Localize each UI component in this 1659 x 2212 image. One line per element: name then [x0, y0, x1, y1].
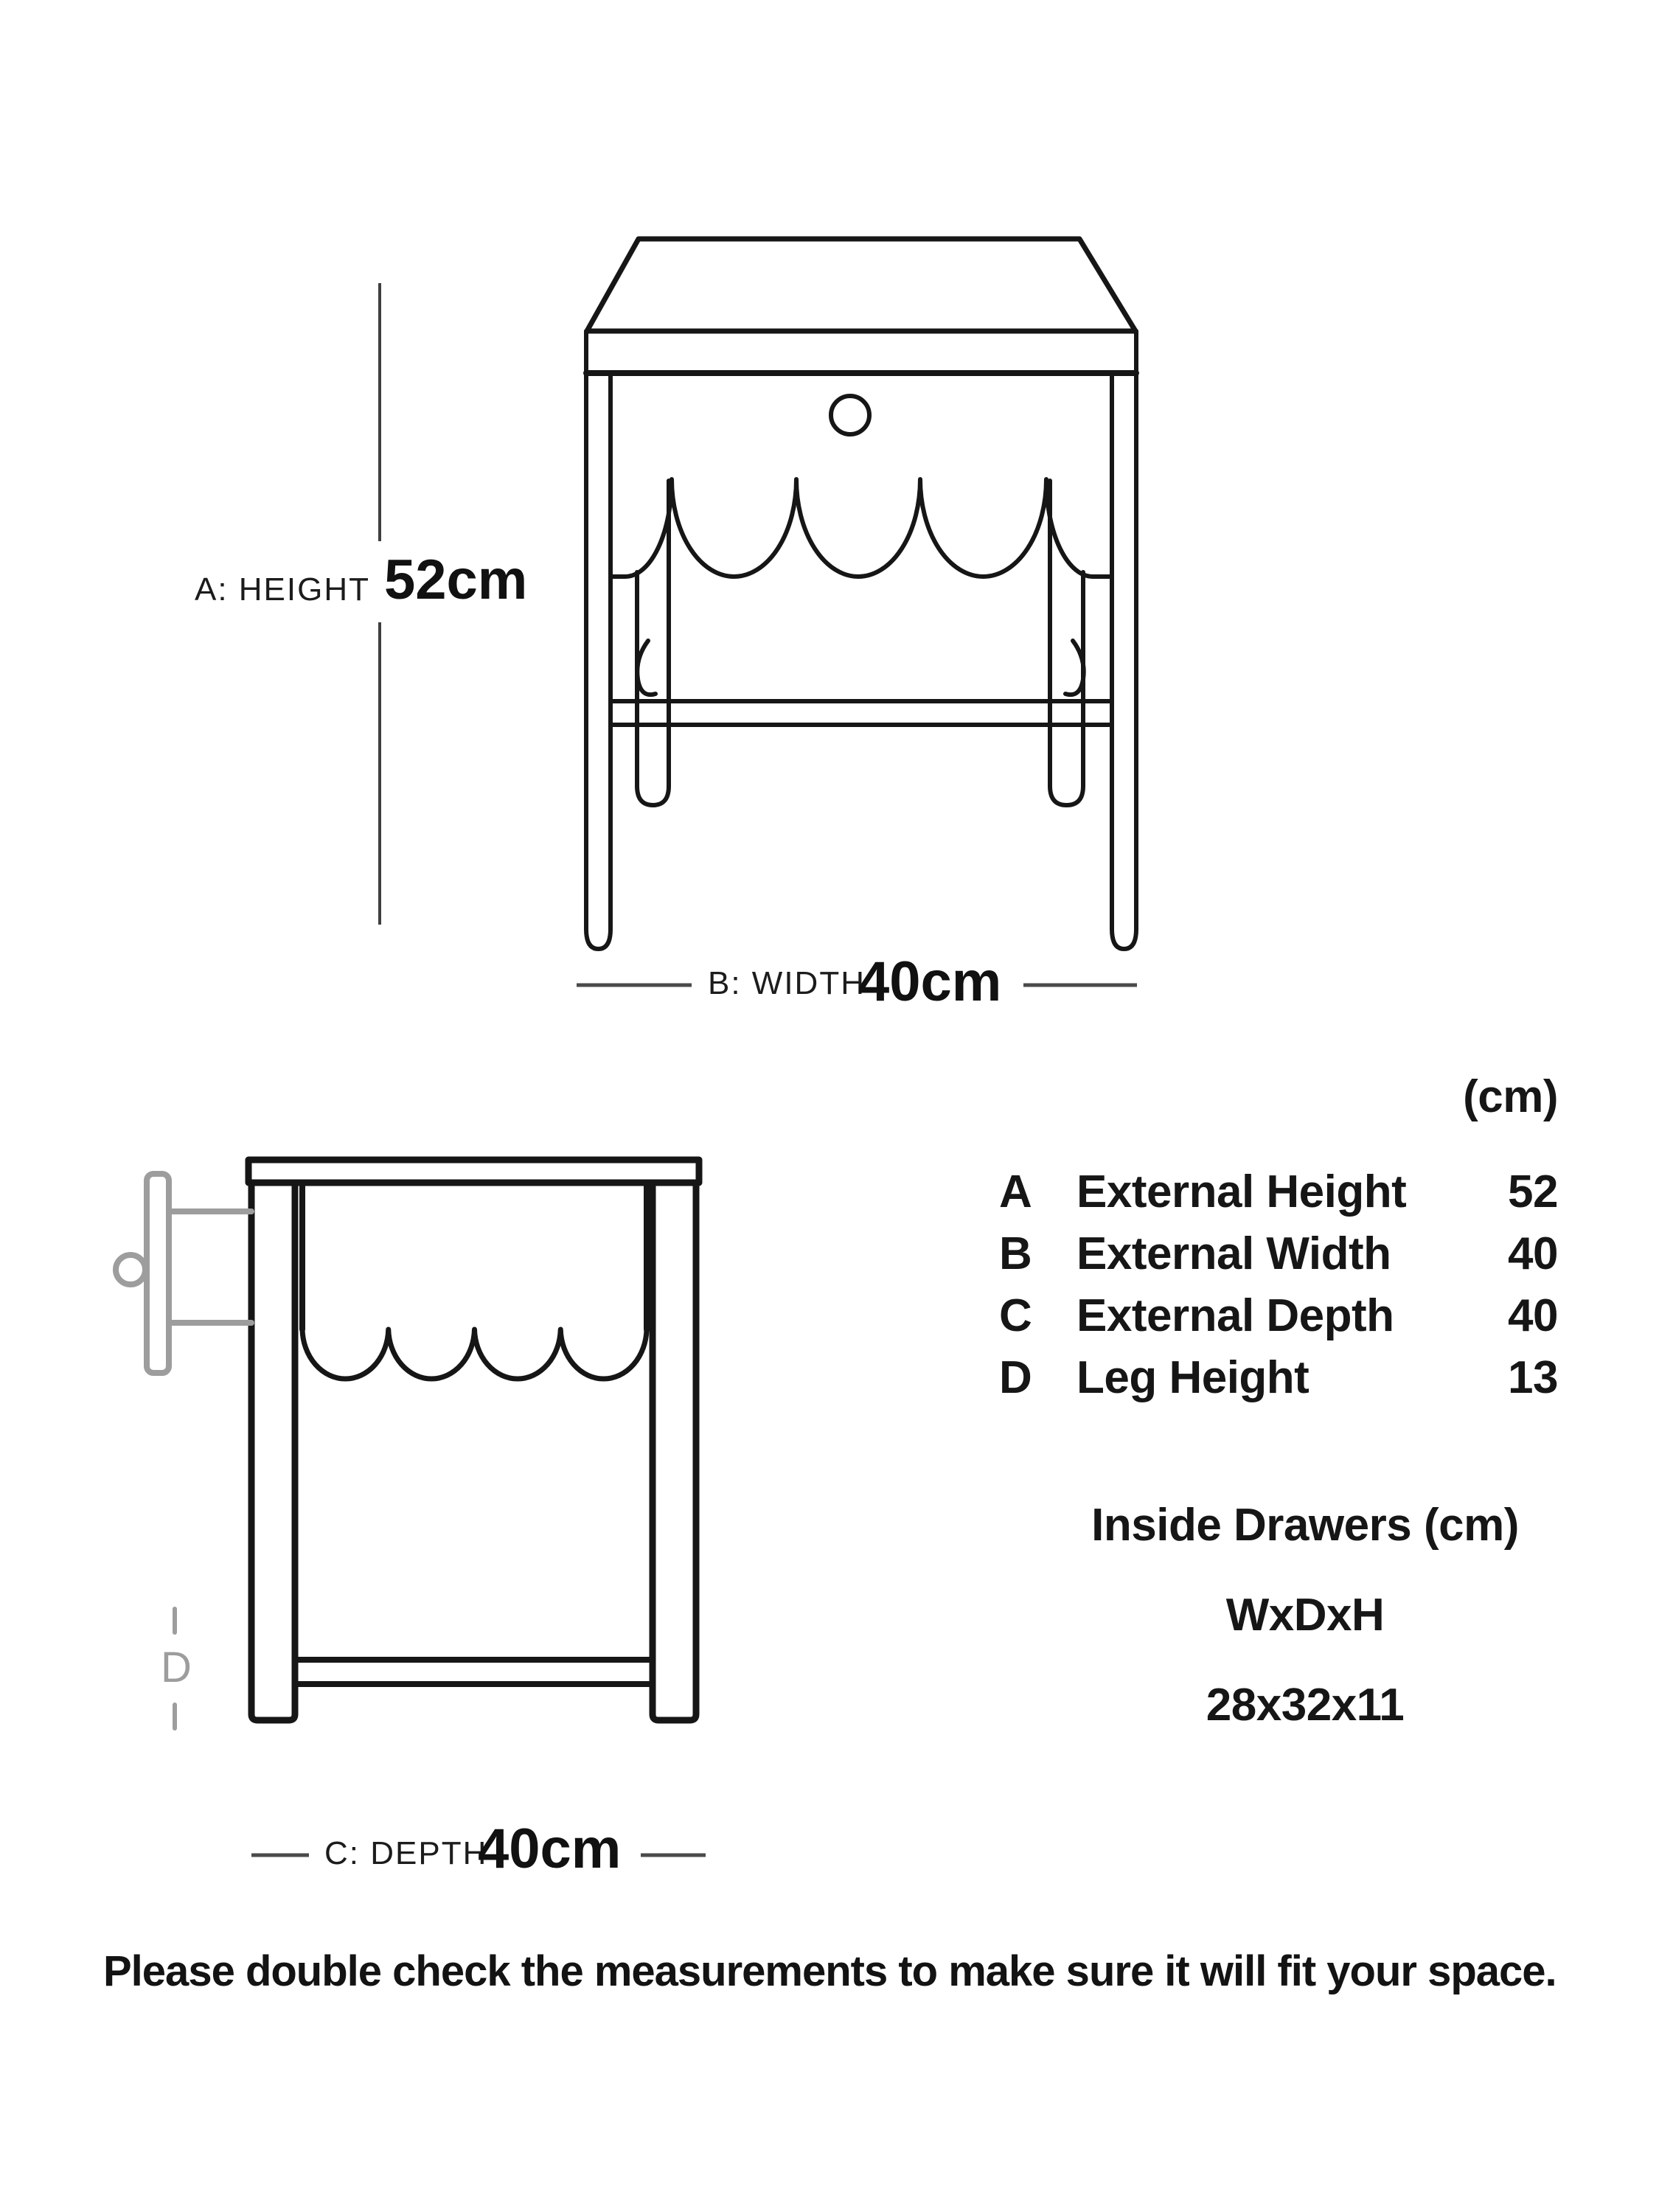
side-panel-edges [299, 1180, 650, 1332]
height-dimension-value: 52cm [384, 549, 528, 611]
back-right-leg [1048, 479, 1085, 807]
spec-table: A External Height 52 B External Width 40… [999, 1161, 1559, 1409]
spec-key: A [999, 1166, 1032, 1217]
width-dimension-label: B: WIDTH [708, 965, 866, 1001]
spec-value: 40 [1508, 1228, 1558, 1279]
spec-label: External Depth [1077, 1290, 1394, 1341]
depth-dimension-value: 40cm [478, 1818, 622, 1880]
inside-drawers-block: Inside Drawers (cm) WxDxH 28x32x11 [1025, 1481, 1585, 1750]
back-left-leg [635, 479, 671, 807]
spec-value: 40 [1508, 1290, 1558, 1341]
open-drawer-gray [113, 1171, 254, 1376]
front-scalloped-apron [608, 477, 1114, 579]
spec-label: External Width [1077, 1228, 1391, 1279]
spec-row-d: D Leg Height 13 [999, 1347, 1559, 1409]
side-table-top [245, 1156, 703, 1186]
inside-drawers-title: Inside Drawers (cm) [1091, 1500, 1519, 1551]
width-dimension-value: 40cm [858, 950, 1002, 1013]
side-drawer-knob-icon [113, 1252, 148, 1287]
right-leg-hook [1063, 639, 1086, 697]
spec-value: 52 [1508, 1166, 1558, 1217]
spec-label: External Height [1077, 1166, 1407, 1217]
side-right-leg [649, 1179, 700, 1724]
front-left-leg [584, 329, 613, 951]
height-dimension-label: A: HEIGHT [194, 571, 370, 608]
spec-key: D [999, 1352, 1032, 1403]
inside-drawers-dims-value: 28x32x11 [1206, 1680, 1405, 1731]
fit-warning-note: Please double check the measurements to … [103, 1947, 1557, 1995]
side-left-leg [248, 1179, 299, 1724]
depth-dimension-label: C: DEPTH [324, 1835, 488, 1871]
leg-height-letter: D [161, 1644, 192, 1691]
spec-key: C [999, 1290, 1032, 1341]
front-right-leg [1110, 329, 1138, 951]
spec-row-b: B External Width 40 [999, 1223, 1559, 1285]
front-drawer-knob-icon [829, 394, 872, 437]
front-table-top-surface [584, 236, 1138, 334]
spec-label: Leg Height [1077, 1352, 1310, 1403]
spec-value: 13 [1508, 1352, 1558, 1403]
spec-row-a: A External Height 52 [999, 1161, 1559, 1223]
side-view-drawing [245, 1156, 703, 1724]
left-leg-hook [635, 639, 658, 697]
side-scalloped-edge [299, 1326, 650, 1382]
side-stretcher-bar [292, 1657, 655, 1687]
front-stretcher-bar [608, 699, 1114, 727]
inside-drawers-dims-label: WxDxH [1225, 1590, 1385, 1641]
spec-row-c: C External Depth 40 [999, 1285, 1559, 1347]
drawer-rails [167, 1208, 254, 1326]
spec-table-unit-header: (cm) [1463, 1071, 1558, 1122]
front-view-drawing [583, 236, 1139, 951]
drawer-front-panel [144, 1171, 172, 1376]
spec-key: B [999, 1228, 1032, 1279]
